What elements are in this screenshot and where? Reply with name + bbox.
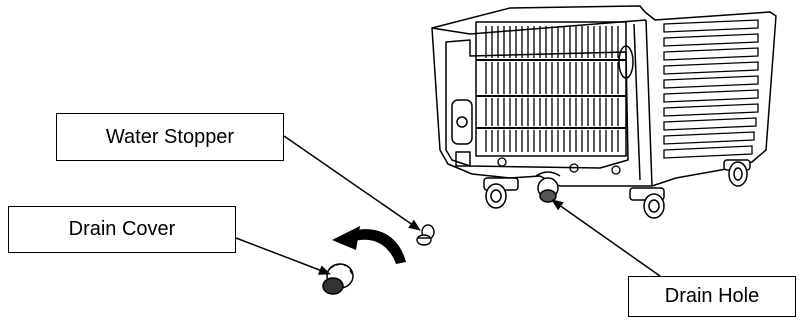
- water-stopper-callout: Water Stopper: [56, 113, 284, 161]
- side-handle-recess: [618, 45, 634, 79]
- base-screws: [497, 157, 621, 175]
- water-stopper-part: [416, 224, 435, 246]
- unit-side-edge: [645, 19, 653, 187]
- drain-hole: [535, 171, 561, 203]
- water-stopper-leader-line: [283, 135, 421, 231]
- drain-hole-label-text: Drain Hole: [664, 285, 760, 307]
- drain-cover-label-text: Drain Cover: [68, 218, 176, 240]
- air-conditioner-unit: [431, 5, 777, 187]
- drain-cover-part: [322, 263, 354, 295]
- power-socket-bracket: [451, 99, 473, 145]
- power-socket: [456, 116, 468, 128]
- leader-lines: [235, 135, 661, 277]
- rear-grille-slats: [476, 26, 626, 152]
- drain-hole-callout: Drain Hole: [628, 276, 796, 317]
- side-louvers: [663, 19, 759, 159]
- unit-back-panel: [445, 39, 629, 169]
- drain-hole-leader-line: [551, 199, 661, 277]
- drain-cover-leader-line: [235, 237, 331, 275]
- unit-side-inner-edge: [633, 23, 641, 181]
- rear-grille-frame: [475, 21, 627, 157]
- bottom-plug: [455, 151, 471, 167]
- unit-top-edge: [431, 19, 647, 35]
- caster-wheels: [483, 159, 751, 219]
- caster-wheel-rear-left: [483, 177, 519, 209]
- caster-wheel-front-right: [723, 159, 751, 187]
- caster-wheel-rear-right: [629, 187, 665, 219]
- drain-cover-callout: Drain Cover: [8, 206, 236, 253]
- rotation-arrow-icon: [332, 226, 406, 264]
- water-stopper-label-text: Water Stopper: [105, 125, 235, 148]
